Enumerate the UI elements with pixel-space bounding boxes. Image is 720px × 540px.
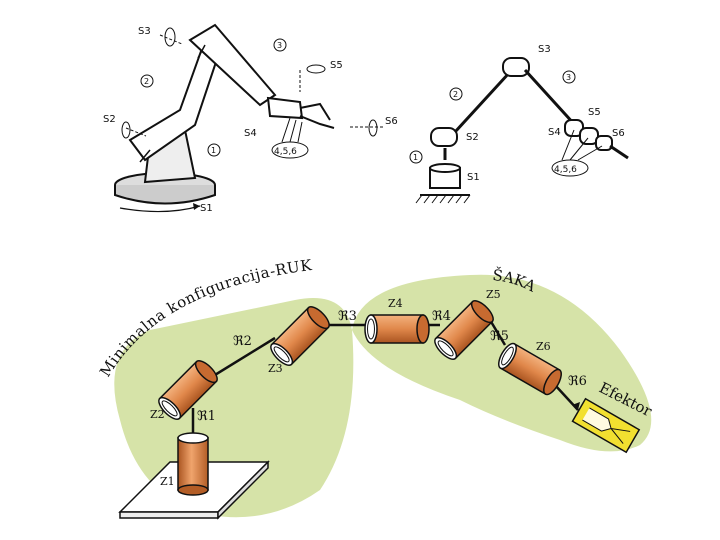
r2-label: ℜ2 bbox=[233, 334, 252, 349]
tl-group-456: 4,5,6 bbox=[274, 147, 297, 157]
z2-label: Z2 bbox=[150, 408, 165, 421]
tr-screw-s6: S6 bbox=[612, 128, 625, 139]
r3-label: ℜ3 bbox=[338, 309, 357, 324]
tl-screw-s5: S5 bbox=[330, 60, 343, 71]
tl-link-3: 3 bbox=[277, 41, 282, 50]
bottom-configuration: Minimalna konfiguracija-RUKA ŠAKA Efekto… bbox=[0, 0, 656, 518]
top-left-robot-sketch: S3 S5 S2 S4 S6 S1 3 2 1 4,5,6 bbox=[103, 25, 398, 214]
tl-link-2: 2 bbox=[144, 77, 149, 86]
tr-screw-s5: S5 bbox=[588, 107, 601, 118]
r5-label: ℜ5 bbox=[490, 329, 509, 344]
z4-label: Z4 bbox=[388, 297, 403, 310]
z5-label: Z5 bbox=[486, 288, 501, 301]
tl-screw-s6: S6 bbox=[385, 116, 398, 127]
tr-link-3: 3 bbox=[566, 73, 571, 82]
tr-screw-s3: S3 bbox=[538, 44, 551, 55]
tr-group-456: 4,5,6 bbox=[554, 165, 577, 175]
tl-screw-s2: S2 bbox=[103, 114, 116, 125]
tl-screw-s1: S1 bbox=[200, 203, 213, 214]
tr-screw-s2: S2 bbox=[466, 132, 479, 143]
top-right-schematic: S3 S2 S1 S5 S4 S6 3 2 1 4,5,6 bbox=[410, 44, 628, 203]
r6-label: ℜ6 bbox=[568, 374, 587, 389]
tl-screw-s3: S3 bbox=[138, 26, 151, 37]
z1-label: Z1 bbox=[160, 475, 175, 488]
r1-label: ℜ1 bbox=[197, 409, 216, 424]
r4-label: ℜ4 bbox=[432, 309, 451, 324]
z3-label: Z3 bbox=[268, 362, 283, 375]
z6-label: Z6 bbox=[536, 340, 551, 353]
tr-screw-s4: S4 bbox=[548, 127, 561, 138]
tl-link-1: 1 bbox=[211, 146, 216, 155]
tl-screw-s4: S4 bbox=[244, 128, 257, 139]
tr-link-2: 2 bbox=[453, 90, 458, 99]
tr-link-1: 1 bbox=[413, 153, 418, 162]
tr-screw-s1: S1 bbox=[467, 172, 480, 183]
